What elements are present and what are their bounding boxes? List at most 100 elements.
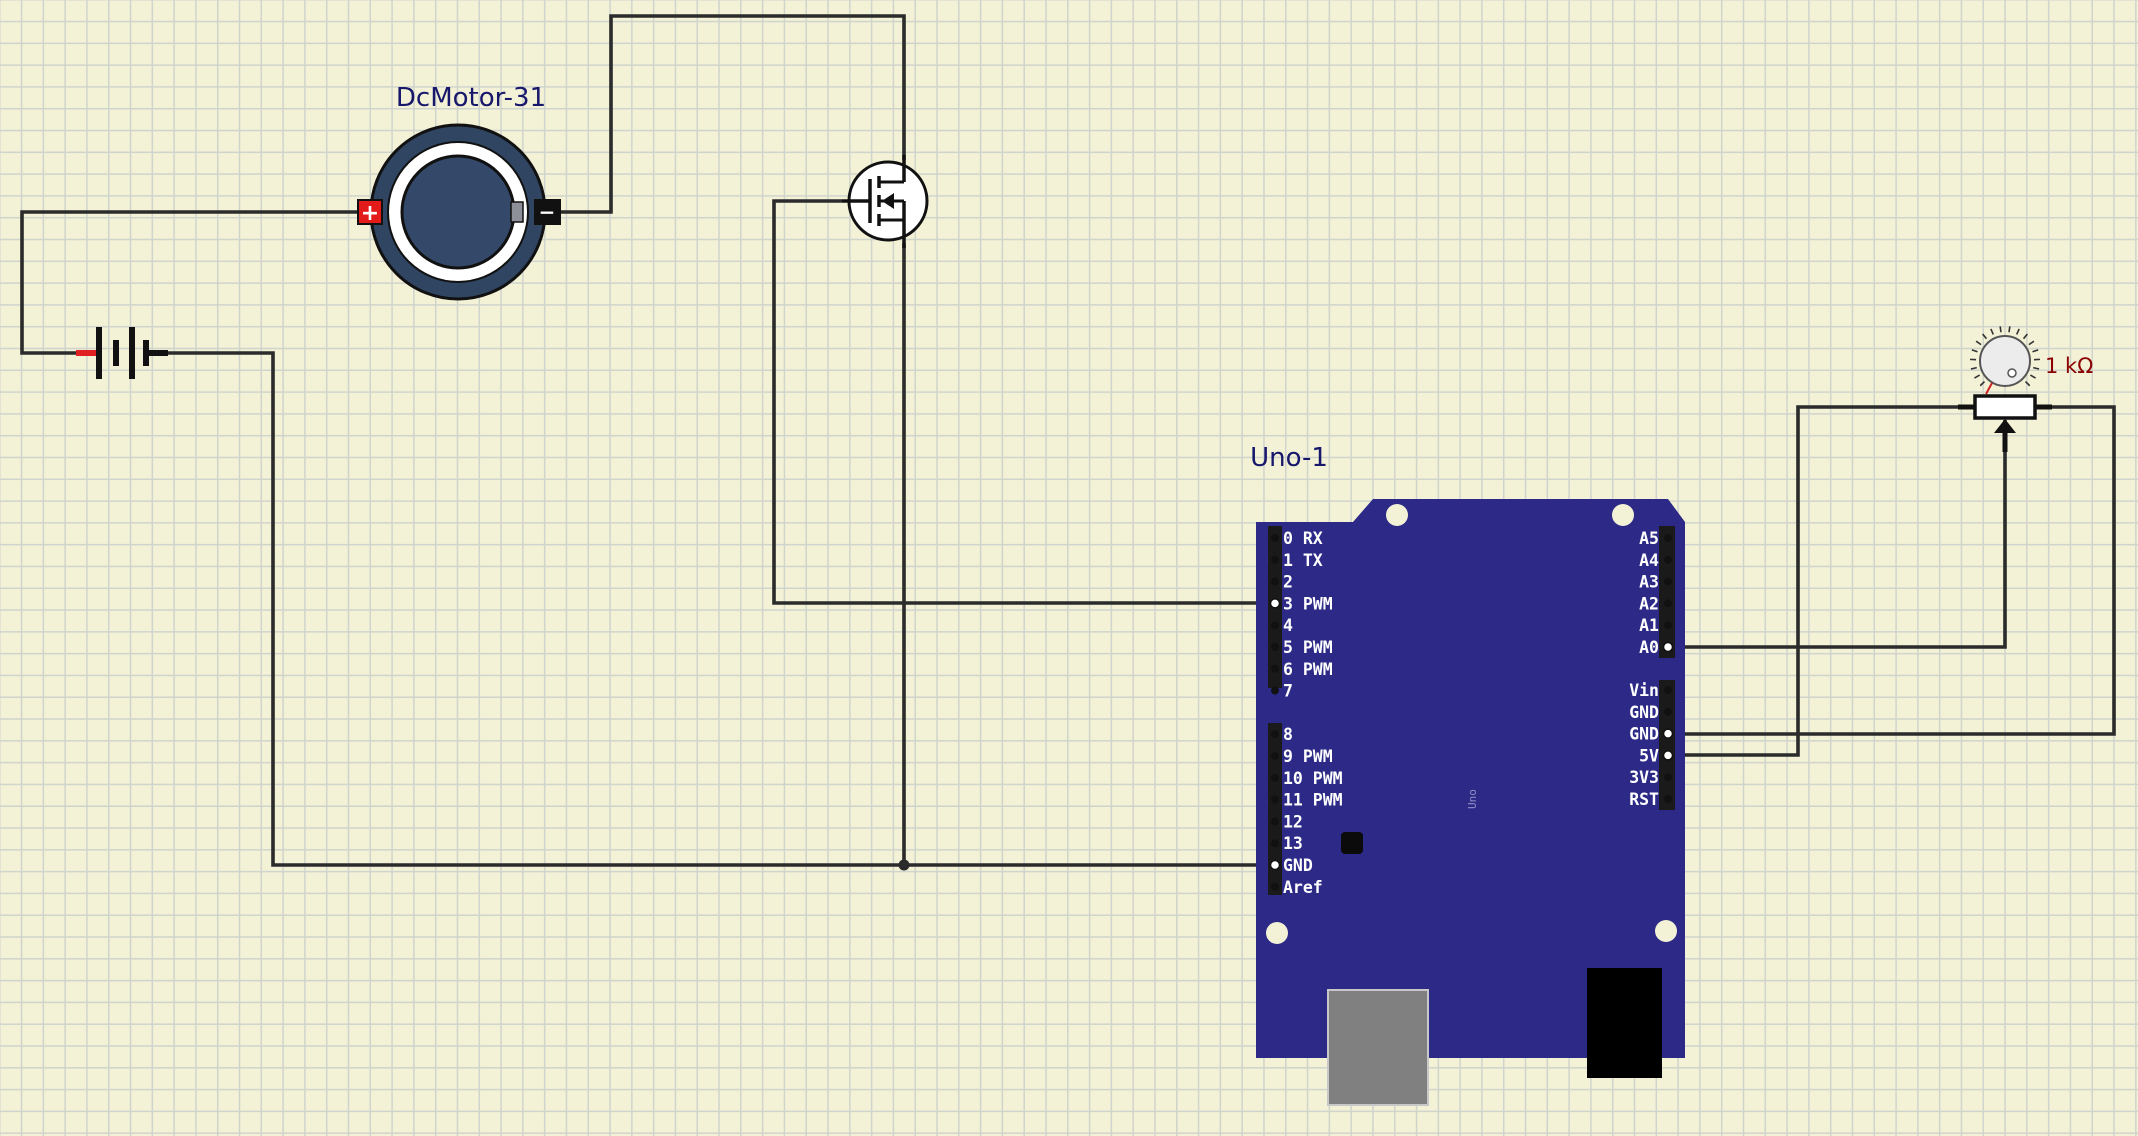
pin-dot[interactable] xyxy=(1271,664,1279,673)
pin-dot[interactable] xyxy=(1271,643,1279,651)
wires xyxy=(20,14,2116,871)
dial-tick xyxy=(2029,374,2036,379)
pin-dot[interactable] xyxy=(1271,621,1279,630)
dial-tick xyxy=(1979,380,1986,387)
pin-label-left: 2 xyxy=(1283,573,1293,592)
pin-dot[interactable] xyxy=(1271,555,1279,564)
pin-dot[interactable] xyxy=(1664,707,1672,716)
dial-tick xyxy=(2015,328,2020,335)
pin-dot[interactable] xyxy=(1271,795,1279,804)
dial-tick xyxy=(1982,333,1988,340)
battery[interactable] xyxy=(76,327,168,379)
pin-dot[interactable] xyxy=(1271,817,1279,826)
power-jack xyxy=(1587,968,1662,1078)
pin-dot[interactable] xyxy=(1664,534,1672,542)
junction-node xyxy=(898,859,910,871)
potentiometer[interactable]: 1 kΩ xyxy=(1958,326,2093,452)
pot-knob-marker xyxy=(1985,382,1993,395)
pin-dot[interactable] xyxy=(1664,577,1672,586)
dial-tick xyxy=(1975,340,1982,346)
pin-dot[interactable] xyxy=(1271,730,1279,739)
motor-label: DcMotor-31 xyxy=(396,83,546,113)
pin-label-left: 10 PWM xyxy=(1283,769,1343,788)
pin-label-power: GND xyxy=(1629,703,1659,722)
mosfet[interactable] xyxy=(842,155,929,248)
digital-header-2 xyxy=(1268,723,1282,895)
pin-label-left: 6 PWM xyxy=(1283,660,1333,679)
pin-label-left: 4 xyxy=(1283,616,1293,635)
dial-tick xyxy=(2032,349,2039,353)
pin-dot[interactable] xyxy=(1271,882,1279,891)
pin-label-left: 5 PWM xyxy=(1283,638,1333,657)
analog-header xyxy=(1659,526,1675,658)
dial-tick xyxy=(1999,326,2002,333)
pin-dot[interactable] xyxy=(1271,752,1279,760)
pin-label-left: 13 xyxy=(1283,834,1303,853)
pin-label-power: RST xyxy=(1629,790,1659,809)
onboard-chip xyxy=(1341,832,1363,854)
arduino-label: Uno-1 xyxy=(1250,443,1328,473)
pin-label-left: 8 xyxy=(1283,725,1293,744)
mounting-hole xyxy=(1655,920,1677,942)
motor-plus-terminal[interactable] xyxy=(357,199,383,225)
pin-label-analog: A2 xyxy=(1639,594,1659,613)
wire-gnd-to-pot-right[interactable] xyxy=(1670,405,2116,736)
motor-plus-sign: + xyxy=(361,201,379,226)
pin-dot[interactable] xyxy=(1271,773,1279,782)
pin-dot[interactable] xyxy=(1664,686,1672,694)
pin-dot[interactable] xyxy=(1662,750,1674,761)
pot-dial-ticks xyxy=(1970,326,2040,387)
dial-tick xyxy=(2033,366,2040,370)
pin-label-left: Aref xyxy=(1283,878,1323,897)
motor-minus-sign: − xyxy=(539,200,556,224)
pin-dot[interactable] xyxy=(1271,534,1279,542)
wire-motor-minus-to-mosfet-drain[interactable] xyxy=(560,14,906,214)
pin-dot[interactable] xyxy=(1664,599,1672,608)
mounting-hole xyxy=(1386,504,1408,526)
pot-knob-indicator xyxy=(2007,368,2017,378)
pin-label-power: 3V3 xyxy=(1629,768,1659,787)
usb-connector xyxy=(1327,989,1429,1106)
wire-mosfet-gate-to-pin3[interactable] xyxy=(772,199,1272,605)
pin-dot[interactable] xyxy=(1664,795,1672,803)
pin-label-left: GND xyxy=(1283,856,1313,875)
dial-tick xyxy=(1974,374,1981,379)
dial-tick xyxy=(2028,340,2035,346)
pin-dot[interactable] xyxy=(1269,598,1281,609)
pin-dot[interactable] xyxy=(1664,621,1672,630)
motor-minus-terminal[interactable] xyxy=(534,199,561,225)
dc-motor[interactable]: DcMotor-31 + − xyxy=(357,83,561,301)
wire-battery-to-arduino-gnd[interactable] xyxy=(165,351,1272,867)
pin-dot[interactable] xyxy=(1269,859,1281,871)
mounting-hole xyxy=(1266,922,1288,944)
pin-label-power: GND xyxy=(1629,725,1659,744)
pin-dot[interactable] xyxy=(1271,686,1279,695)
pin-label-left: 12 xyxy=(1283,812,1303,831)
pin-label-analog: A4 xyxy=(1639,551,1659,570)
pin-label-left: 0 RX xyxy=(1283,529,1323,548)
pin-dot[interactable] xyxy=(1662,641,1674,653)
dial-tick xyxy=(1971,349,1978,353)
wire-5v-to-pot-left[interactable] xyxy=(1670,405,1968,757)
pin-label-left: 11 PWM xyxy=(1283,791,1343,810)
motor-rotor xyxy=(400,154,516,270)
pin-label-power: Vin xyxy=(1629,681,1659,700)
dial-tick xyxy=(1970,366,1977,370)
wire-a0-to-pot-wiper[interactable] xyxy=(1670,420,2007,649)
pin-dot[interactable] xyxy=(1664,773,1672,782)
pin-dot[interactable] xyxy=(1271,839,1279,848)
pin-dot[interactable] xyxy=(1664,555,1672,564)
mounting-hole xyxy=(1612,504,1634,526)
pin-label-analog: A0 xyxy=(1639,638,1659,657)
mosfet-arrow-icon xyxy=(882,193,894,209)
wire-motor-plus-to-battery[interactable] xyxy=(20,210,358,355)
pin-dot[interactable] xyxy=(1271,577,1279,586)
pin-label-left: 1 TX xyxy=(1283,551,1323,570)
arduino-board xyxy=(1256,499,1685,1058)
pin-dot[interactable] xyxy=(1662,728,1674,739)
pot-knob[interactable] xyxy=(1979,335,2031,387)
